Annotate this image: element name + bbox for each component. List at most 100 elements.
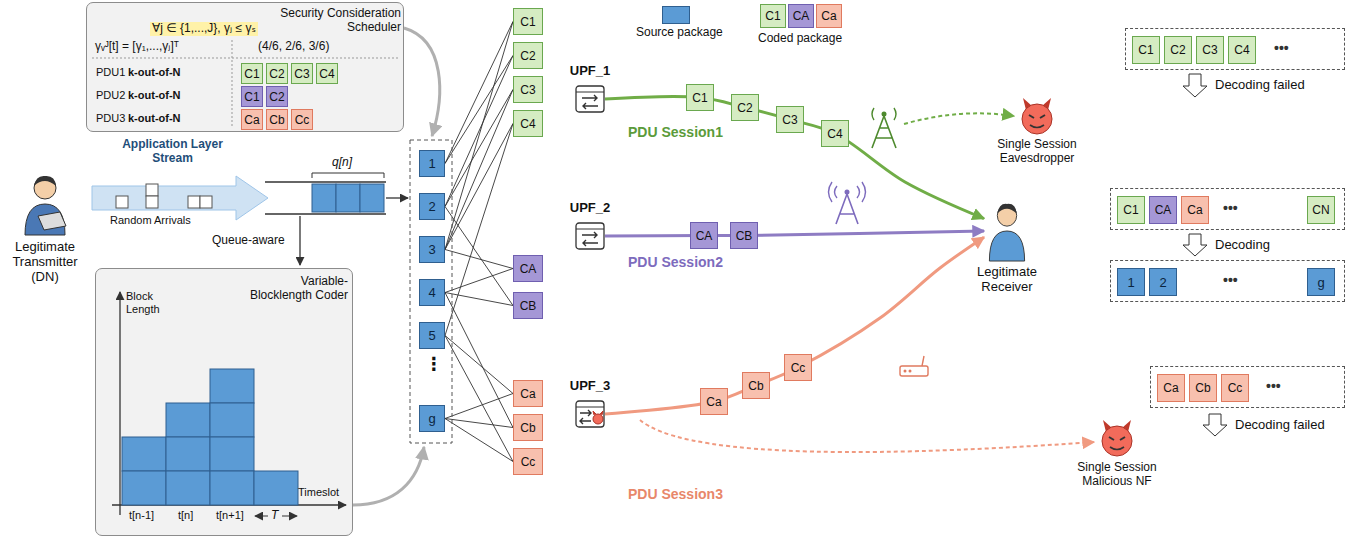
blocklength-chart-part [166,403,210,437]
node-label: CA [696,230,713,242]
packet-box: C1 [686,84,714,111]
eavesdrop-link [904,113,1014,124]
stream-arrow-part [116,196,128,208]
packet-box: CB [730,222,758,249]
packet-box: Cb [742,372,770,399]
coding-link [445,207,513,306]
packet-box: Cc [513,448,543,475]
stream-arrow-part [146,184,158,196]
queue-part [265,213,386,214]
node-label: ••• [1266,378,1281,394]
pdu-session-path [605,231,984,236]
attacker-icon-part [1109,437,1125,440]
node-label: 2 [428,200,435,213]
node-label: C4 [1234,44,1249,56]
stream-arrow-part [92,176,268,220]
packet-box: Cb [513,414,543,441]
node-label: C1 [520,16,535,28]
upf-icon: UPF_1 [575,85,605,113]
node-label: C2 [269,68,284,80]
annotation-label: Application Layer Stream [110,138,235,166]
coding-link [445,56,513,207]
annotation-label: Timeslot [298,486,339,499]
malicious-link [640,420,1094,452]
blocklength-chart [112,292,346,516]
packet-box: C3 [1196,36,1224,64]
node-label: CB [736,230,753,242]
grey-flow-arrow-part [404,28,440,136]
blocklength-chart-part [210,471,254,505]
node-label: UPF_1 [560,64,620,79]
node-label: C2 [737,102,752,114]
node-label: C3 [1202,44,1217,56]
node-label: Cb [1195,382,1210,394]
blocklength-chart-part [254,471,298,505]
packet-box: CA [788,4,814,28]
scheduler-grid [92,40,400,128]
node-label: Ca [706,396,721,408]
node-label: Security Consideration Scheduler [265,7,401,35]
person-icon [985,200,1029,262]
upf-icon-part [576,92,604,93]
node-label: Legitimate Receiver [967,265,1047,295]
session-label: PDU Session2 [628,254,723,270]
packet-box: C3 [776,106,804,133]
annotation-label: q[n] [332,156,352,170]
packet-box: CA [690,222,718,249]
node-label: CB [520,300,537,312]
blocklength-chart-part [166,471,210,505]
packet-box: C1 [241,86,263,107]
node-label: CA [793,10,810,22]
packet-box: CB [513,292,543,319]
queue-part [386,197,408,198]
upf-icon-part [576,401,604,427]
coding-link [445,293,513,306]
annotation-label: (4/6, 2/6, 3/6) [258,40,329,54]
purple-tower-part [829,182,866,202]
packet-box: C4 [821,120,849,147]
green-tower [872,108,896,148]
decode-arrow-part [1203,414,1227,436]
packet-box: Cb [1189,374,1217,402]
decode-arrow-part [1183,234,1207,256]
decode-arrow-part [1183,74,1207,97]
packet-box: C2 [266,86,288,107]
packet-box: 1 [419,150,445,177]
upf-icon: UPF_2 [575,222,605,250]
scheduler-grid-part [92,58,400,59]
router-icon-part [904,370,907,373]
node-label: C4 [520,118,535,130]
node-label: CA [1155,204,1172,216]
upf-icon-part [580,410,591,424]
stream-arrow-part [200,196,212,208]
node-label: Cc [521,456,536,468]
attacker-icon [1018,96,1056,136]
packet-box: Cc [1221,374,1249,402]
packet-box: C3 [513,76,543,103]
packet-box: g [419,405,445,432]
node-label: C3 [520,84,535,96]
upf-icon-part [576,86,604,112]
annotation-label: Decoding [1215,238,1270,253]
packet-box: C1 [513,8,543,35]
packet-box: 4 [419,279,445,306]
coding-link [445,22,513,250]
coding-link [445,90,513,250]
annotation-label: ∀j ∈ {1,...,J}, γⱼ ≤ γₛ [150,22,258,36]
node-label: C3 [294,68,309,80]
node-label: ••• [1223,200,1238,216]
annotation-label: k-out-of-N [128,89,181,102]
packet-box: 3 [419,236,445,263]
packet-box: Ca [1181,196,1209,224]
packet-box: C1 [760,4,786,28]
router-icon [900,356,928,376]
node-label: C4 [827,128,842,140]
packet-box: Ca [241,109,263,130]
upf-icon: UPF_3 [575,400,605,428]
queue-part [299,216,300,265]
person-icon: Legitimate Receiver [985,200,1029,262]
node-label: ••• [1274,40,1289,56]
packet-box: Ca [513,380,543,407]
legend-label: Source package [636,26,723,40]
annotation-label: ⋮ [425,354,443,375]
